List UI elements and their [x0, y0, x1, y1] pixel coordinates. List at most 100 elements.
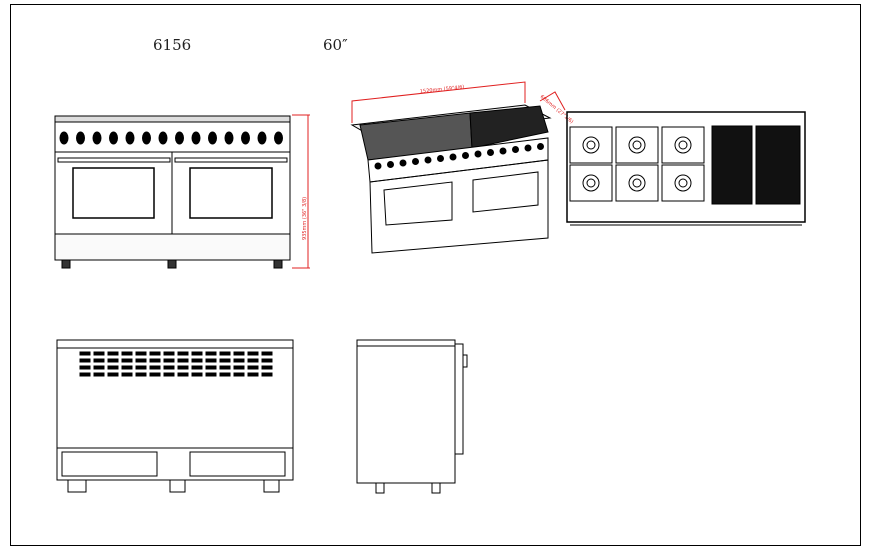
knob-icon	[462, 152, 469, 159]
vent-slot	[233, 351, 245, 356]
burner-cap-icon	[678, 178, 688, 188]
knob-icon	[109, 131, 118, 145]
burner-icon	[582, 174, 600, 192]
vent-slot	[93, 372, 105, 377]
vent-slot	[107, 351, 119, 356]
vent-slot	[107, 365, 119, 370]
grate-icon	[569, 126, 613, 164]
height-dimension-line	[292, 114, 310, 269]
vent-slot	[205, 351, 217, 356]
burner-icon	[674, 136, 692, 154]
vent-slot	[233, 372, 245, 377]
vent-slot	[191, 358, 203, 363]
knob-icon	[241, 131, 250, 145]
width-dimension: 1520mm (59"4/6)	[420, 84, 465, 95]
knob-icon	[437, 155, 444, 162]
vent-slot	[247, 358, 259, 363]
vent-slot	[219, 351, 231, 356]
vent-slot	[135, 372, 147, 377]
vent-slot	[135, 365, 147, 370]
back-view	[56, 339, 294, 493]
knob-icon	[487, 149, 494, 156]
vent-slot	[205, 365, 217, 370]
vent-slot	[93, 358, 105, 363]
vent-slot	[177, 358, 189, 363]
burner-icon	[582, 136, 600, 154]
knob-icon	[412, 158, 419, 165]
vent-slot	[79, 372, 91, 377]
vent-slot	[121, 365, 133, 370]
knob-icon	[474, 150, 482, 158]
vent-slot	[163, 358, 175, 363]
knob-icon	[208, 131, 217, 145]
vent-slot	[93, 351, 105, 356]
knob-icon	[224, 131, 234, 145]
knob-row	[59, 131, 283, 145]
knob-icon	[399, 159, 407, 167]
knob-icon	[142, 131, 151, 145]
vent-slot	[163, 351, 175, 356]
knob-icon	[374, 162, 382, 170]
vent-slot	[219, 358, 231, 363]
model-number: 6156	[153, 36, 192, 54]
burner-icon	[674, 174, 692, 192]
knob-icon	[76, 131, 85, 145]
vent-slot	[121, 358, 133, 363]
knob-icon	[59, 131, 69, 145]
grate-icon	[615, 164, 659, 202]
vent-slot	[233, 365, 245, 370]
top-view	[566, 111, 806, 226]
vent-slot	[247, 365, 259, 370]
grate-icon	[569, 164, 613, 202]
height-dimension: 935mm (36" 3/8)	[302, 197, 308, 240]
knob-icon	[274, 131, 283, 145]
burner-cap-icon	[586, 178, 596, 188]
vent-slot	[191, 351, 203, 356]
vent-slot	[233, 358, 245, 363]
vent-slot	[135, 358, 147, 363]
vent-slot	[191, 372, 203, 377]
burner-icon	[628, 136, 646, 154]
drawing-frame	[10, 4, 861, 546]
vent-slot	[135, 351, 147, 356]
burner-cap-icon	[632, 140, 642, 150]
knob-icon	[125, 131, 135, 145]
width-dimension-line	[351, 81, 566, 123]
vent-slot	[205, 358, 217, 363]
vent-slot	[149, 351, 161, 356]
vent-slot	[149, 372, 161, 377]
vent-slot	[79, 358, 91, 363]
vent-slot	[79, 365, 91, 370]
vent-slot	[121, 351, 133, 356]
vent-slot	[247, 372, 259, 377]
vent-slot	[79, 351, 91, 356]
vent-slot	[149, 365, 161, 370]
vent-slot	[261, 351, 273, 356]
vent-slot	[107, 358, 119, 363]
perspective-view: 1520mm (59"4/6) 686mm (27"1/6)	[350, 81, 574, 254]
vent-slot	[219, 372, 231, 377]
grate-icon	[661, 126, 705, 164]
vent-slot	[107, 372, 119, 377]
burner-cap-icon	[586, 140, 596, 150]
front-view: 935mm (36" 3/8)	[54, 114, 310, 269]
knob-icon	[424, 156, 432, 164]
vent-slot	[177, 351, 189, 356]
knob-icon	[175, 131, 184, 145]
vent-slot	[205, 372, 217, 377]
burner-icon	[628, 174, 646, 192]
knob-icon	[499, 147, 507, 155]
grate-icon	[615, 126, 659, 164]
knob-icon	[387, 161, 394, 168]
vent-slot	[177, 372, 189, 377]
vent-slot	[247, 351, 259, 356]
knob-icon	[158, 131, 168, 145]
vent-slot	[261, 358, 273, 363]
vent-slot	[191, 365, 203, 370]
knob-icon	[92, 131, 102, 145]
vent-slot	[163, 372, 175, 377]
vent-slot	[93, 365, 105, 370]
knob-icon	[537, 143, 544, 150]
side-view	[356, 339, 468, 494]
burner-cap-icon	[678, 140, 688, 150]
